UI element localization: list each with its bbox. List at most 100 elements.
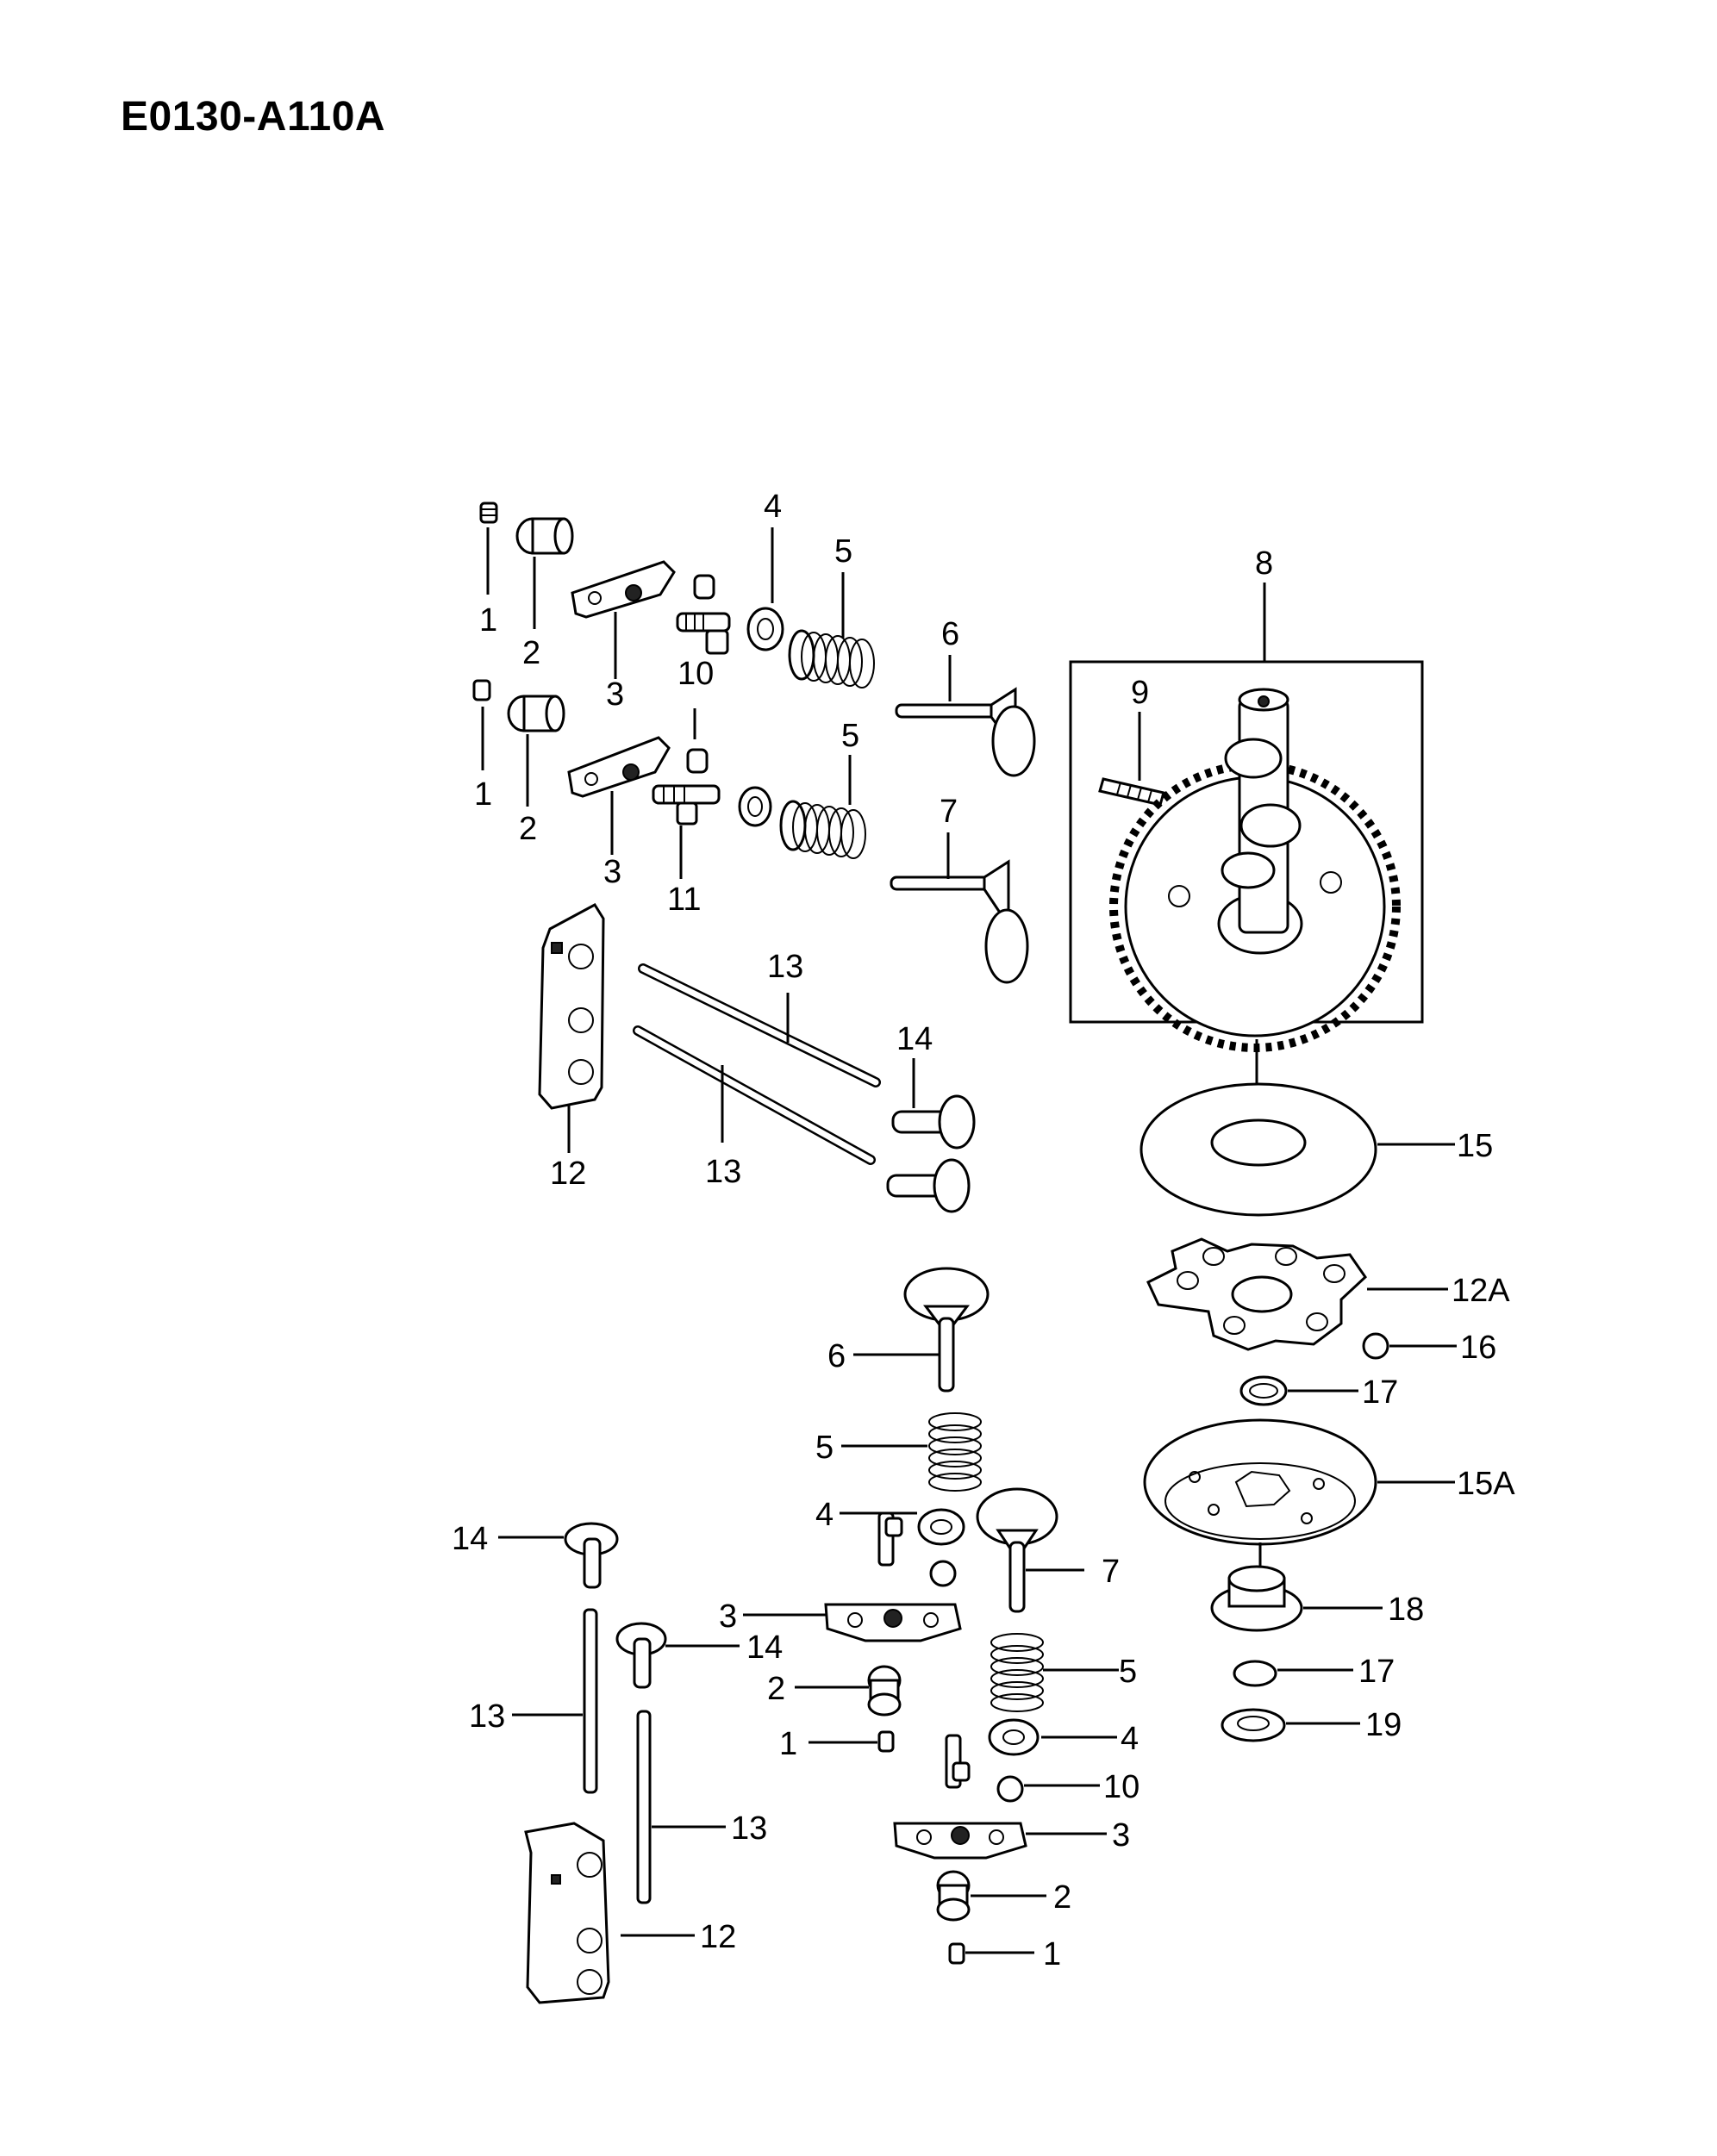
part-2-pivot-vertical (867, 1665, 902, 1717)
rocker-assembly-upper (479, 502, 1036, 777)
part-3-rocker-arm-bottom (824, 1603, 962, 1642)
rocker-assembly-lower (472, 679, 1029, 984)
callout-12: 12 (550, 1156, 586, 1192)
callout-labels: 1 2 3 4 5 6 8 9 10 1 2 3 5 7 11 13 14 12… (452, 489, 1515, 1972)
part-6-exhaust-valve (895, 687, 1036, 777)
part-cap (929, 1560, 957, 1587)
callout-2: 2 (519, 811, 537, 847)
callout-3: 3 (1112, 1817, 1130, 1854)
callout-6: 6 (827, 1338, 846, 1374)
callout-14: 14 (896, 1021, 933, 1057)
callout-18: 18 (1388, 1592, 1424, 1628)
part-7-intake-valve-vertical (976, 1487, 1058, 1613)
callout-1: 1 (479, 602, 497, 639)
callout-5: 5 (834, 533, 852, 570)
callout-17: 17 (1358, 1654, 1395, 1690)
part-10-cap (996, 1775, 1024, 1803)
part-1-adjuster-nut (479, 502, 498, 524)
part-stud-vertical (877, 1511, 903, 1567)
part-6-exhaust-valve-vertical (903, 1267, 990, 1393)
callout-15: 15 (1457, 1128, 1493, 1164)
callout-2: 2 (1053, 1879, 1071, 1916)
camshaft-assembly (1069, 583, 1424, 1052)
part-18-sleeve (1210, 1565, 1303, 1632)
callout-13: 13 (731, 1810, 767, 1847)
part-7-intake-valve (890, 859, 1029, 984)
part-stud-vertical-lower (945, 1734, 971, 1789)
callout-5: 5 (841, 718, 859, 754)
callout-16: 16 (1460, 1330, 1496, 1366)
part-3-rocker-arm (571, 560, 676, 619)
callout-8: 8 (1255, 545, 1273, 582)
part-3-rocker-arm (567, 736, 671, 798)
callout-14: 14 (746, 1629, 783, 1666)
part-2-pivot-lower (936, 1870, 971, 1922)
callout-2: 2 (522, 635, 540, 671)
page-title: E0130-A110A (121, 94, 386, 140)
part-9-spring (1098, 777, 1165, 807)
callout-6: 6 (941, 616, 959, 652)
callout-5: 5 (1119, 1654, 1137, 1690)
part-1-nut-lower (948, 1942, 965, 1965)
part-11-stud (652, 784, 721, 826)
callout-3: 3 (606, 676, 624, 713)
callout-19: 19 (1365, 1707, 1402, 1743)
callout-5: 5 (815, 1430, 834, 1466)
part-17-clip (1233, 1660, 1277, 1687)
callout-7: 7 (1102, 1554, 1120, 1590)
callout-13: 13 (767, 949, 803, 985)
part-stud (676, 612, 731, 655)
callout-15A: 15A (1457, 1466, 1515, 1502)
part-15-washer (1139, 1082, 1377, 1217)
part-4-retainer-right (988, 1718, 1040, 1756)
callout-1: 1 (474, 776, 492, 813)
part-10-cap (693, 574, 715, 600)
part-14-tappet-left (564, 1522, 619, 1589)
callout-4: 4 (815, 1497, 834, 1533)
callout-4: 4 (764, 489, 782, 525)
part-retainer (738, 786, 772, 827)
part-3-rocker-arm-lower (893, 1822, 1027, 1860)
part-15A-governor-cup (1143, 1418, 1377, 1546)
part-14-tappets (886, 1094, 976, 1213)
part-14-tappet-right (615, 1622, 667, 1689)
callout-12: 12 (700, 1919, 736, 1955)
part-5-valve-spring-right (990, 1633, 1044, 1712)
callout-14: 14 (452, 1521, 488, 1557)
callout-11: 11 (667, 882, 701, 918)
part-1-adjuster-nut (472, 679, 491, 701)
part-5-valve-spring-vertical (928, 1412, 982, 1492)
callout-13: 13 (469, 1698, 505, 1735)
callout-3: 3 (603, 854, 621, 890)
part-5-valve-spring (779, 800, 866, 859)
part-17-clip (1239, 1375, 1288, 1406)
callout-3: 3 (719, 1598, 737, 1635)
part-4-spring-retainer (746, 607, 784, 651)
part-13-pushrod-right (636, 1710, 652, 1904)
callout-13: 13 (705, 1154, 741, 1190)
camshaft-shaft (1221, 688, 1302, 934)
part-12-guide-plate (538, 903, 605, 1110)
part-1-nut (877, 1730, 895, 1753)
callout-10: 10 (1103, 1769, 1139, 1805)
part-4-retainer (917, 1508, 965, 1546)
part-19-washer (1221, 1708, 1286, 1742)
callout-10: 10 (677, 656, 714, 692)
part-12-guide-plate-lower (524, 1822, 610, 2004)
part-2-pivot (515, 517, 574, 555)
callout-2: 2 (767, 1671, 785, 1707)
part-10-cap (686, 748, 709, 774)
callout-17: 17 (1362, 1374, 1398, 1411)
part-12A-governor-plate (1146, 1237, 1367, 1351)
callout-4: 4 (1121, 1721, 1139, 1757)
part-2-pivot (507, 695, 565, 732)
part-5-valve-spring (788, 629, 875, 689)
callout-7: 7 (940, 794, 958, 830)
part-16-ball (1362, 1332, 1389, 1360)
callout-12A: 12A (1452, 1273, 1510, 1309)
part-13-pushrods (633, 963, 881, 1165)
part-13-pushrod-left (583, 1608, 598, 1794)
callout-1: 1 (779, 1726, 797, 1762)
callout-9: 9 (1131, 675, 1149, 711)
